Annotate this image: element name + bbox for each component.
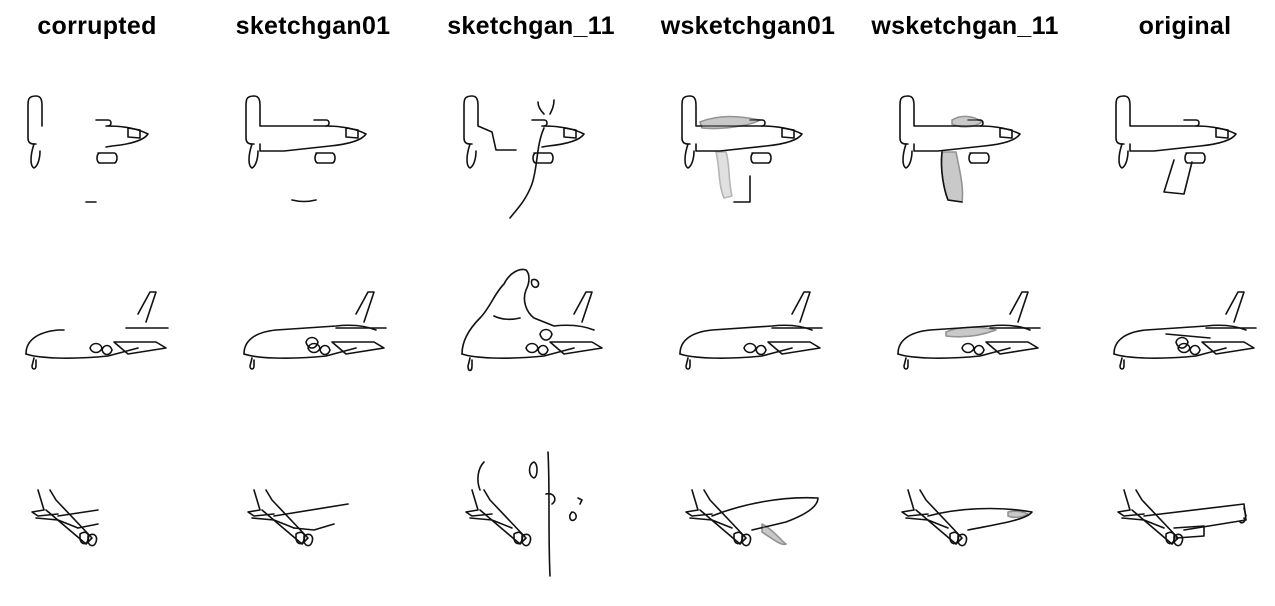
sketch-row3-wsketchgan01 — [685, 489, 819, 547]
sketch-row2-sketchgan-11 — [461, 268, 603, 372]
column-header-wsketchgan01: wsketchgan01 — [660, 12, 836, 40]
sketch-row2-original — [1113, 291, 1257, 370]
sketch-row1-original — [1115, 95, 1237, 195]
sketch-row2-corrupted — [25, 291, 169, 370]
column-header-wsketchgan-11: wsketchgan_11 — [871, 12, 1059, 40]
sketch-row2-sketchgan01 — [243, 291, 387, 370]
sketch-row3-wsketchgan-11 — [901, 489, 1033, 547]
sketch-row2-wsketchgan01 — [679, 291, 823, 370]
sketch-row1-sketchgan-11 — [463, 95, 585, 219]
column-header-corrupted: corrupted — [37, 12, 157, 40]
column-header-sketchgan01: sketchgan01 — [235, 12, 391, 40]
column-header-sketchgan-11: sketchgan_11 — [447, 12, 615, 40]
sketch-row3-corrupted — [31, 489, 99, 547]
sketch-row1-corrupted — [27, 95, 149, 203]
sketch-row3-sketchgan-11 — [465, 451, 583, 577]
sketch-row3-sketchgan01 — [247, 489, 349, 547]
sketch-row3-original — [1117, 489, 1247, 547]
sketch-row1-wsketchgan-11 — [899, 95, 1021, 203]
column-header-original: original — [1138, 12, 1232, 40]
sketch-row1-wsketchgan01 — [681, 95, 803, 203]
sketch-row1-sketchgan01 — [245, 95, 367, 203]
sketch-row2-wsketchgan-11 — [897, 291, 1041, 370]
